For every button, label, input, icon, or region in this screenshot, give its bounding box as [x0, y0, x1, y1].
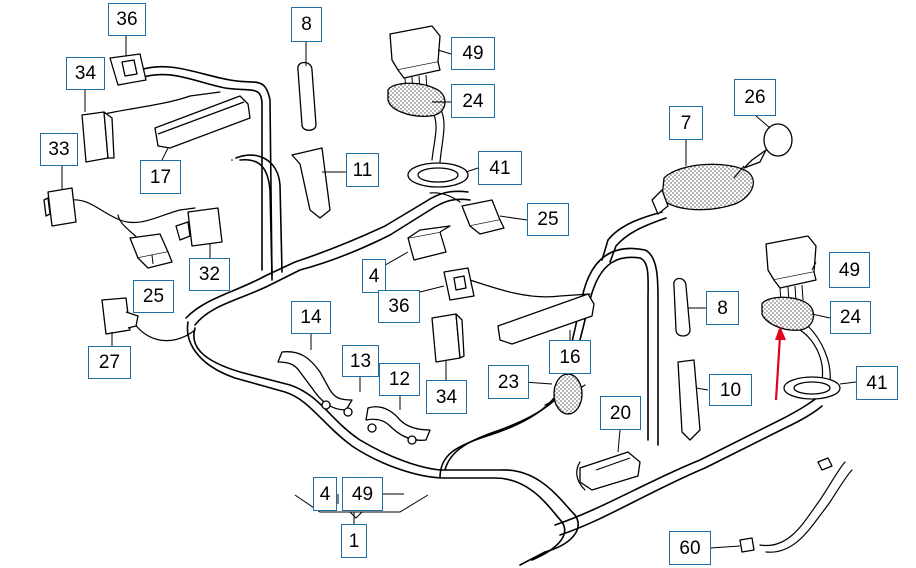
- callout-14: 14: [291, 301, 331, 334]
- highlight-arrow: [774, 326, 786, 401]
- connector-36-mid: [443, 267, 475, 301]
- connector-33: [43, 187, 77, 227]
- callout-33: 33: [40, 133, 78, 166]
- parts: [43, 25, 841, 553]
- connector-32: [175, 207, 223, 247]
- group-brace: [294, 494, 429, 519]
- sensor-7: [651, 163, 754, 215]
- connector-27: [101, 297, 139, 335]
- connector-34-mid: [431, 313, 465, 363]
- grommet-24-top: [387, 82, 446, 117]
- callout-25-right: 25: [527, 203, 569, 236]
- callout-49-top: 49: [451, 37, 495, 70]
- sensor-26: [733, 123, 793, 179]
- callout-41-right: 41: [856, 366, 898, 400]
- callout-4-top: 4: [362, 259, 386, 293]
- connector-36-top: [109, 53, 147, 86]
- callout-8-top: 8: [291, 7, 322, 42]
- bracket-17: [154, 95, 251, 149]
- relay-4: [407, 225, 451, 261]
- connector-49-top: [389, 25, 441, 93]
- callout-27: 27: [88, 346, 131, 379]
- callout-1: 1: [341, 524, 367, 558]
- callout-34-top: 34: [66, 57, 105, 90]
- callout-49-right: 49: [829, 252, 870, 288]
- callout-20: 20: [600, 396, 641, 430]
- callout-36-top: 36: [108, 3, 146, 36]
- callout-13: 13: [342, 345, 379, 377]
- rail-14: [277, 351, 353, 411]
- callout-4-bottom: 4: [313, 477, 337, 511]
- callout-41-top: 41: [478, 151, 522, 185]
- callout-7: 7: [669, 106, 703, 140]
- ring-41-top: [407, 162, 469, 188]
- wire-60: [739, 457, 833, 553]
- callout-16: 16: [549, 340, 591, 374]
- clip-8-right: [673, 277, 691, 337]
- callout-17: 17: [140, 160, 181, 194]
- callout-10: 10: [709, 374, 752, 406]
- holder-10: [677, 359, 701, 441]
- connector-34-top: [81, 111, 115, 163]
- callout-32: 32: [189, 258, 230, 291]
- callout-11: 11: [346, 153, 379, 187]
- plug-25-left: [129, 233, 173, 269]
- callout-23: 23: [488, 365, 529, 399]
- callout-26: 26: [734, 79, 776, 116]
- holder-11: [291, 147, 331, 219]
- callout-60: 60: [669, 531, 711, 565]
- module-20: [579, 451, 641, 491]
- bracket-16: [497, 293, 595, 345]
- callout-49-bottom: 49: [342, 477, 383, 511]
- callout-24-top: 24: [451, 84, 495, 118]
- connector-49-right: [765, 235, 817, 303]
- grommet-23: [553, 373, 583, 415]
- callout-36-mid: 36: [378, 290, 420, 323]
- callout-12: 12: [379, 363, 420, 396]
- ring-41-right: [783, 376, 841, 400]
- callout-24-right: 24: [830, 301, 871, 334]
- clip-8-top: [297, 61, 317, 131]
- rail-13-12: [321, 400, 431, 445]
- callout-25-left: 25: [133, 280, 174, 313]
- callout-8-right: 8: [706, 291, 739, 325]
- grommet-24-right: [761, 296, 815, 331]
- callout-34-mid: 34: [426, 380, 467, 414]
- plug-25-right: [461, 199, 505, 235]
